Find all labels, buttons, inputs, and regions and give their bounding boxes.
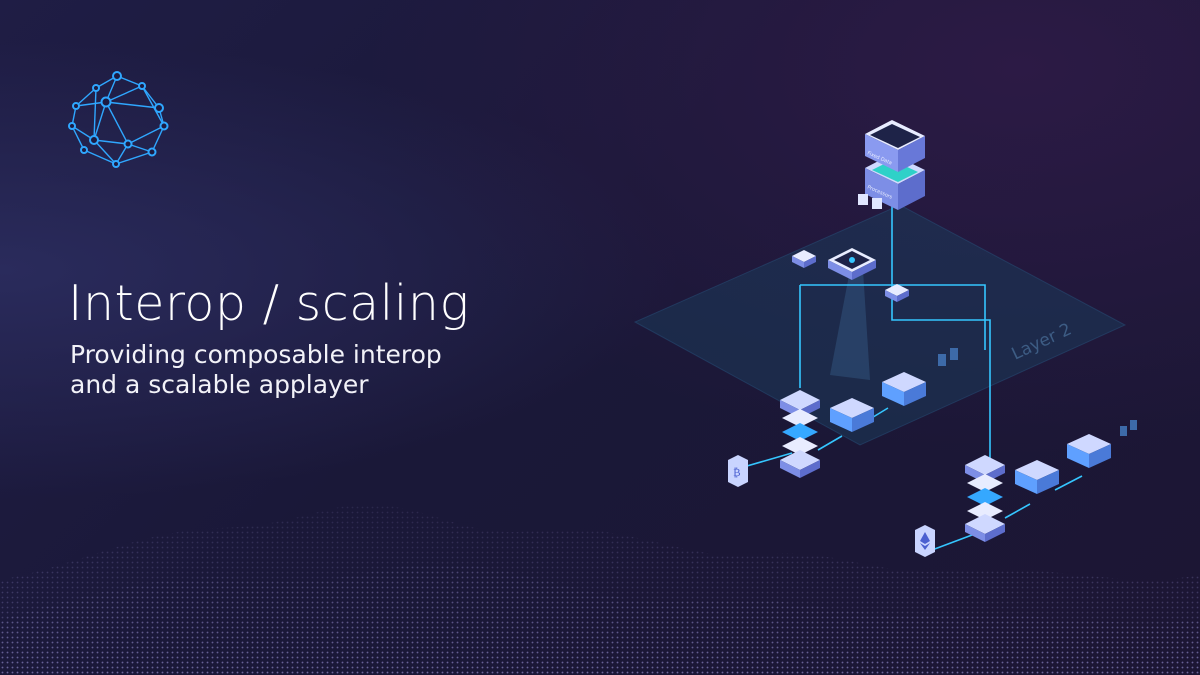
left-node-stack <box>780 390 820 478</box>
layer2-architecture-diagram: Layer 2 Fixed Data Processors <box>633 120 1137 557</box>
center-chip <box>828 248 876 280</box>
ethereum-icon <box>872 198 882 209</box>
bitcoin-node: ₿ <box>728 455 748 487</box>
floating-chip-left <box>792 250 816 268</box>
ethereum-node <box>915 525 935 557</box>
right-node-2 <box>1015 460 1059 494</box>
bitcoin-icon <box>858 194 868 205</box>
right-node-stack <box>965 455 1005 542</box>
left-node-2 <box>830 398 874 432</box>
page-title: Interop / scaling <box>68 275 470 332</box>
subtitle-line-1: Providing composable interop <box>70 340 442 369</box>
svg-text:₿: ₿ <box>733 466 741 479</box>
dotted-wave-terrain <box>0 504 1200 675</box>
floating-chip-right <box>885 284 909 302</box>
marker-squares <box>938 348 1137 436</box>
subtitle-line-2: and a scalable applayer <box>70 370 369 399</box>
left-node-3 <box>882 372 926 406</box>
connection-lines <box>739 202 1083 551</box>
top-processor-module: Fixed Data Processors <box>858 120 925 210</box>
right-node-3 <box>1067 434 1111 468</box>
layer2-plane <box>633 204 1127 446</box>
page-subtitle: Providing composable interop and a scala… <box>70 340 442 400</box>
network-globe-icon <box>68 71 169 168</box>
